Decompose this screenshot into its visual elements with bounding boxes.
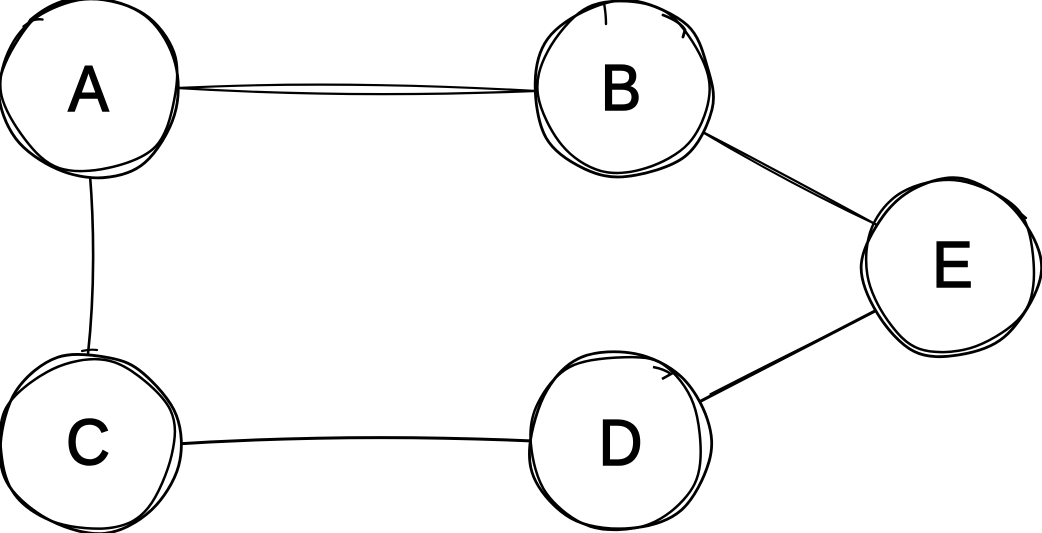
svg-text:A: A — [68, 53, 109, 125]
svg-text:D: D — [599, 407, 643, 479]
svg-text:C: C — [66, 407, 110, 479]
svg-text:E: E — [932, 229, 972, 301]
svg-text:B: B — [601, 52, 641, 124]
